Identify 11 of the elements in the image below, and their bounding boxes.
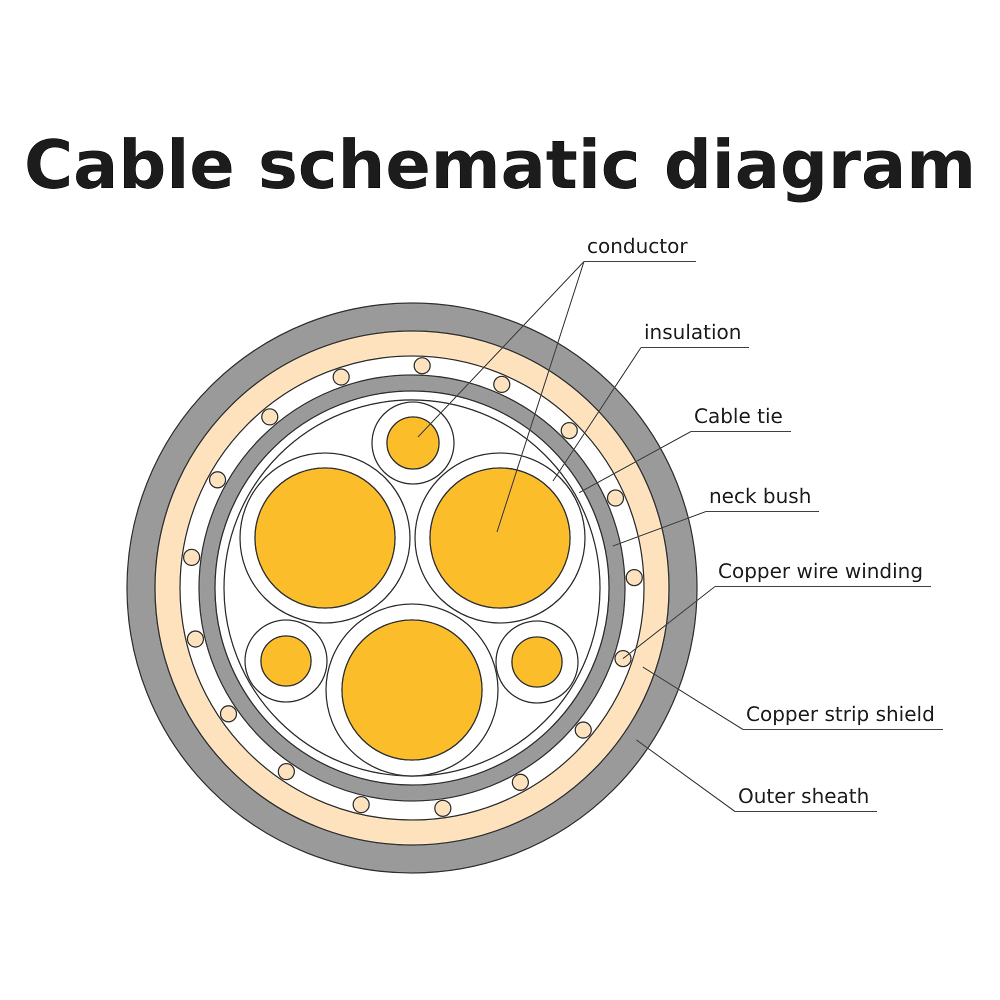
diagram-title: Cable schematic diagram	[24, 126, 976, 204]
callout-label: Copper strip shield	[743, 702, 943, 730]
leader-line	[636, 739, 736, 812]
callout-label: neck bush	[706, 484, 820, 512]
leader-line	[642, 666, 744, 730]
callout-label: conductor	[584, 234, 696, 262]
callout-label: Outer sheath	[735, 784, 878, 812]
callout-label: insulation	[641, 320, 750, 348]
callout-label: Copper wire winding	[715, 559, 932, 587]
callout-label: Cable tie	[691, 404, 791, 432]
leader-line	[622, 586, 716, 660]
